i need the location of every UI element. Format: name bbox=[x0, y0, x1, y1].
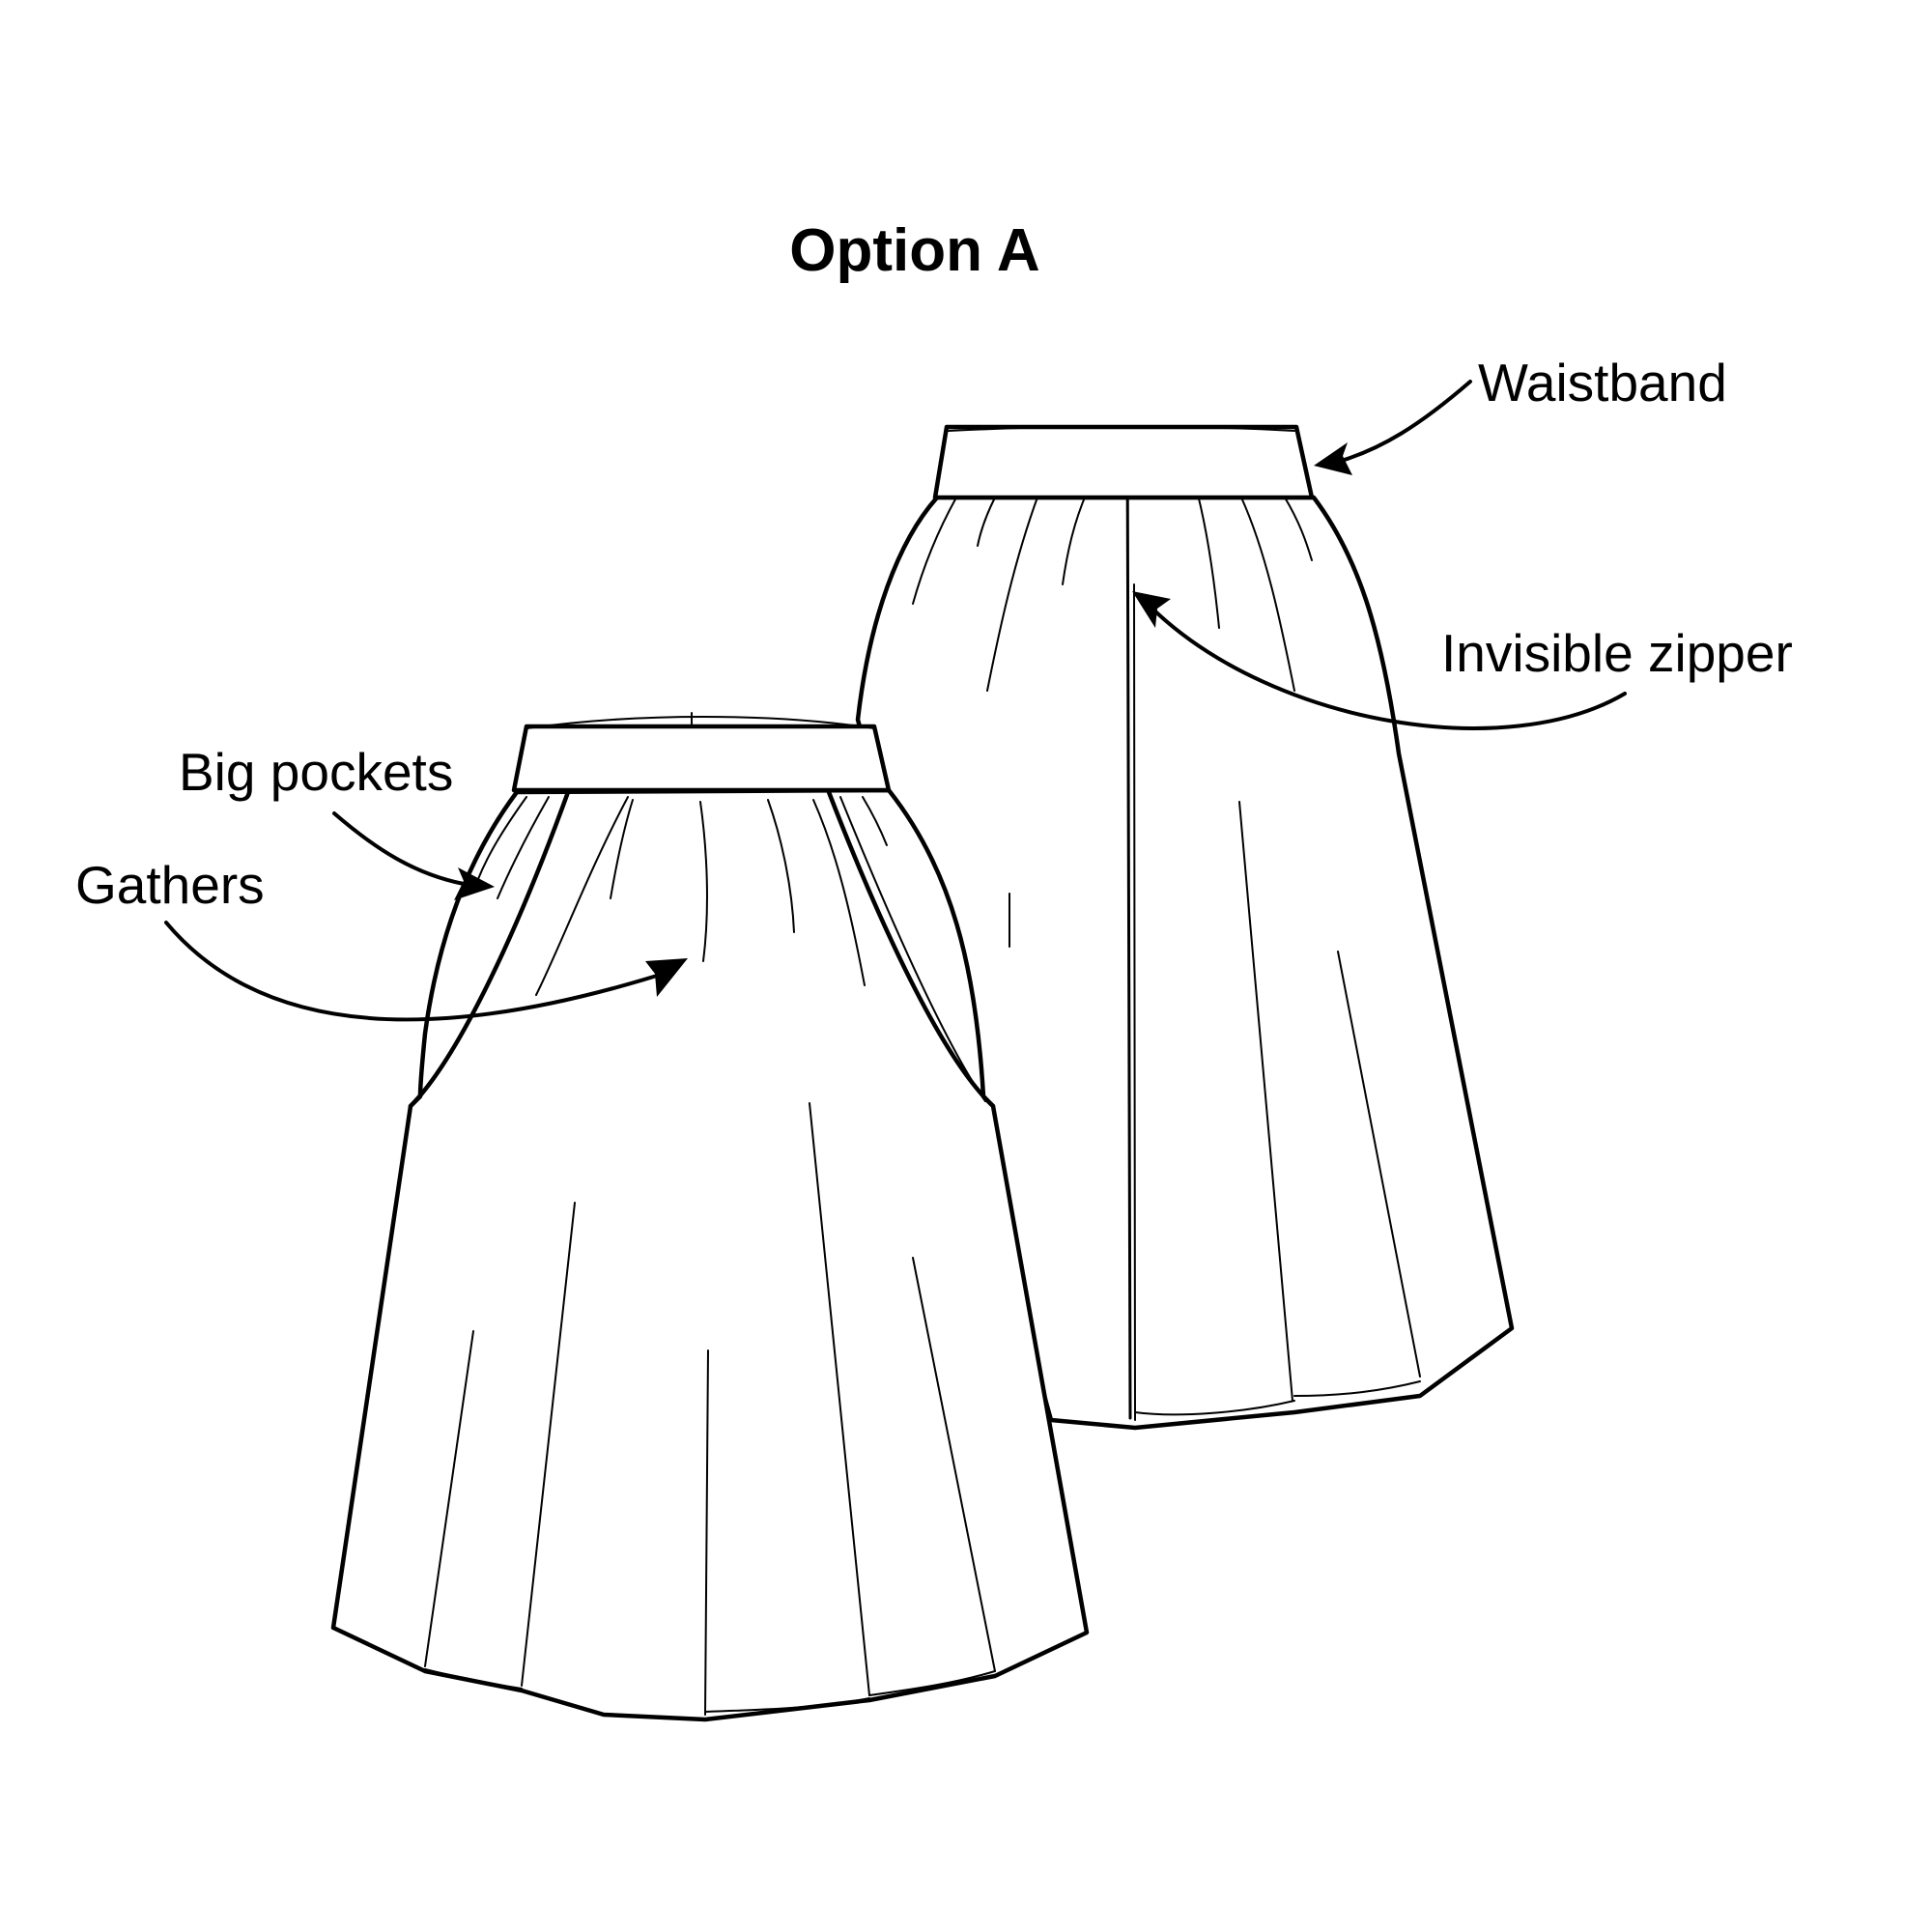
front-panel-line bbox=[521, 1202, 576, 1687]
front-skirt bbox=[330, 712, 1090, 1722]
invisible-zipper-arrow bbox=[1152, 609, 1627, 730]
big-pockets-arrow bbox=[332, 811, 466, 886]
front-hem-line bbox=[868, 1670, 996, 1696]
label-invisible-zipper: Invisible zipper bbox=[1441, 623, 1793, 683]
front-gather-fold bbox=[812, 799, 866, 986]
label-waistband: Waistband bbox=[1478, 353, 1727, 412]
front-gather-fold bbox=[477, 796, 527, 880]
back-gather-fold bbox=[986, 494, 1039, 692]
gathers-arrow bbox=[164, 921, 659, 1022]
front-waistband bbox=[511, 724, 892, 793]
back-waistband-top-curve bbox=[948, 425, 1295, 432]
back-gather-fold bbox=[1284, 497, 1313, 561]
front-waistband-top-curve bbox=[526, 716, 875, 729]
back-gather-fold bbox=[1197, 494, 1220, 629]
big-pocket-left bbox=[408, 789, 571, 1109]
pocket-edge-line bbox=[839, 796, 986, 1102]
front-gather-fold bbox=[610, 799, 634, 899]
back-hem-line bbox=[1134, 1400, 1295, 1416]
back-gather-fold bbox=[1240, 497, 1295, 692]
zipper-edge-line bbox=[1133, 583, 1136, 1421]
invisible-zipper-seam bbox=[1125, 425, 1132, 1420]
front-gather-fold bbox=[767, 799, 795, 933]
back-panel-line bbox=[1238, 801, 1293, 1402]
front-panel-line bbox=[424, 1330, 474, 1667]
front-panel-line bbox=[912, 1257, 996, 1672]
front-panel-line bbox=[809, 1102, 870, 1696]
back-gather-fold bbox=[977, 497, 996, 547]
back-gather-fold bbox=[1062, 492, 1088, 585]
waistband-arrow bbox=[1336, 380, 1472, 464]
back-skirt bbox=[855, 424, 1515, 1431]
back-skirt-body bbox=[855, 495, 1515, 1431]
label-gathers: Gathers bbox=[75, 855, 265, 915]
front-gather-fold bbox=[535, 796, 629, 996]
big-pockets-arrow-head bbox=[454, 867, 495, 900]
front-hem-line bbox=[424, 1668, 523, 1690]
waistband-arrow-head bbox=[1314, 442, 1352, 475]
back-gather-fold bbox=[912, 497, 957, 605]
diagram-title: Option A bbox=[789, 217, 1039, 284]
back-hem-line bbox=[1293, 1380, 1421, 1397]
invisible-zipper-arrow-head bbox=[1132, 591, 1171, 628]
gathers-arrow-head bbox=[645, 958, 688, 997]
front-skirt-body bbox=[330, 787, 1090, 1722]
label-big-pockets: Big pockets bbox=[179, 742, 453, 802]
front-panel-line bbox=[704, 1350, 709, 1716]
back-panel-line bbox=[1337, 951, 1421, 1378]
back-waistband bbox=[932, 424, 1315, 500]
front-gather-fold bbox=[862, 796, 888, 846]
front-hem-line bbox=[704, 1697, 870, 1713]
front-gather-fold bbox=[699, 801, 708, 962]
front-gather-fold bbox=[497, 796, 550, 899]
